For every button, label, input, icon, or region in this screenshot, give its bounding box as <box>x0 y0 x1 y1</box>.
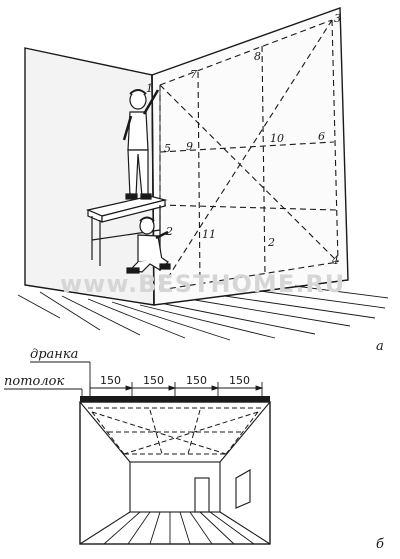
point-label-6: 6 <box>318 130 325 143</box>
room-frame <box>79 401 271 545</box>
point-label-3: 3 <box>334 12 341 25</box>
work-table <box>86 195 168 266</box>
point-label-5: 5 <box>164 142 171 155</box>
ceiling-strip <box>80 396 270 402</box>
point-label-10: 10 <box>270 132 284 145</box>
dimension-1: 150 <box>100 374 121 387</box>
point-label-8: 8 <box>254 50 261 63</box>
dimension-3: 150 <box>186 374 207 387</box>
edge-bottom-right <box>219 511 271 545</box>
point-label-11: 11 <box>202 228 216 241</box>
point-label-1: 1 <box>146 82 153 95</box>
back-wall <box>129 461 221 513</box>
door <box>194 477 210 513</box>
dimension-2: 150 <box>143 374 164 387</box>
point-label-4: 4 <box>331 254 339 267</box>
point-label-2: 2 <box>165 225 173 238</box>
point-label-2-bottom: 2 <box>267 236 275 249</box>
point-label-9: 9 <box>186 140 193 153</box>
edge-top-right <box>219 401 271 463</box>
worker-crouching <box>126 216 171 274</box>
worker-standing <box>122 89 160 200</box>
point-label-7: 7 <box>190 68 197 81</box>
front-wall <box>151 7 349 306</box>
label-ceiling: потолок <box>4 374 64 389</box>
window <box>235 469 251 509</box>
room-floor <box>103 511 255 545</box>
panel-label-b: б <box>376 537 384 552</box>
label-strip: дранка <box>30 347 78 362</box>
dimension-line <box>89 382 264 396</box>
floor-boards <box>17 279 389 341</box>
edge-top-left <box>79 401 131 463</box>
edge-bottom-left <box>79 511 131 545</box>
figure-b: дранка потолок 150 150 150 150 <box>4 347 384 552</box>
figure-a: 1 2 3 4 5 6 7 8 9 10 11 2 www.BESTHOME.R… <box>17 7 389 354</box>
ceiling-markup <box>88 407 262 455</box>
watermark: www.BESTHOME.RU <box>60 270 345 298</box>
point-labels: 1 2 3 4 5 6 7 8 9 10 11 2 <box>146 12 341 267</box>
panel-label-a: а <box>376 339 384 354</box>
dimension-4: 150 <box>229 374 250 387</box>
